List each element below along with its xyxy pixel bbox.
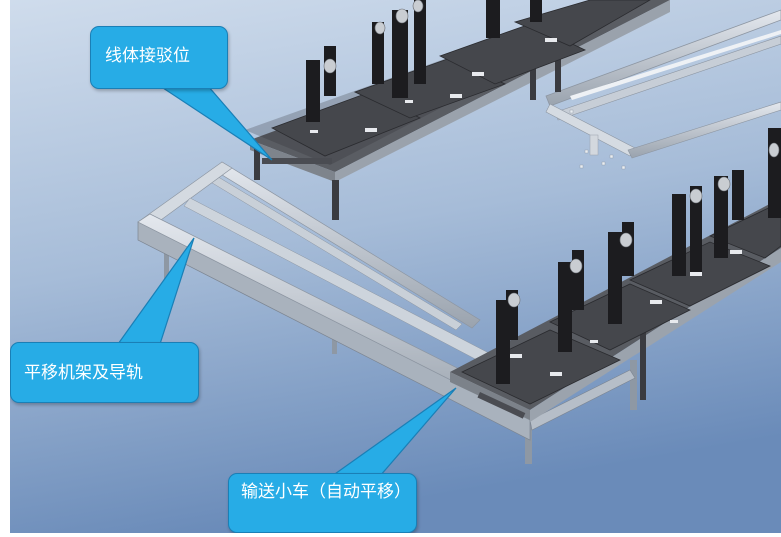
callout-1-label: 线体接驳位 [105,46,190,66]
conveyor-cart [461,329,621,405]
conveyor-3d-render [10,0,781,533]
callout-transfer-frame: 平移机架及导轨 [10,342,199,403]
callout-3-label: 输送小车（自动平移） [241,482,411,502]
callout-pointers [116,85,457,477]
transfer-frame [137,161,637,464]
callout-2-label: 平移机架及导轨 [24,363,143,383]
callout-conveyor-cart: 输送小车（自动平移） [228,473,417,533]
callout-line-docking-position: 线体接驳位 [90,26,228,89]
upper-right-rail-frame [545,9,781,170]
upper-conveyor-line [245,0,670,220]
render-viewport: 线体接驳位 平移机架及导轨 输送小车（自动平移） [10,0,781,533]
lower-conveyor-line [450,128,781,422]
upper-fixtures [306,0,542,122]
